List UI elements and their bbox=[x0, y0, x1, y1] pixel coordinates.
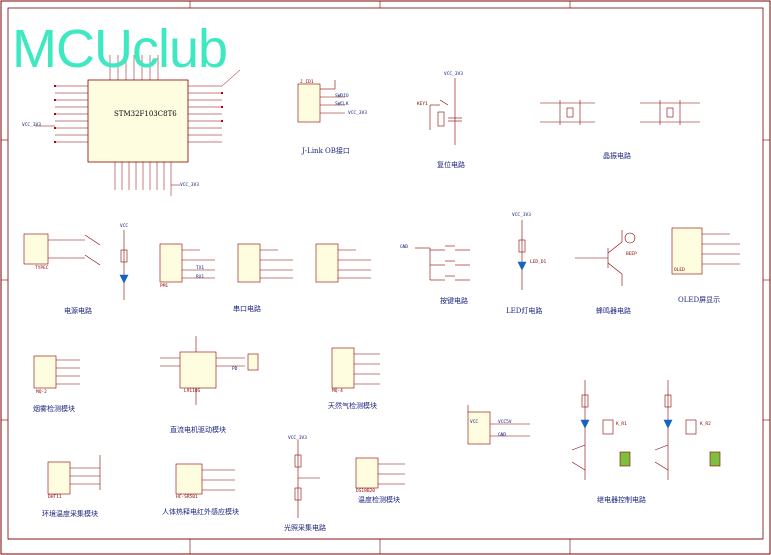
net-vcc33-mcu: VCC_3V3 bbox=[22, 123, 41, 128]
ref-uart-conn: PM1 bbox=[160, 284, 169, 289]
keys-block bbox=[415, 245, 470, 281]
ref-power-conn: TYPEC bbox=[35, 266, 49, 271]
ref-jlink: J_ID1 bbox=[300, 80, 314, 85]
net-tx: TX1 bbox=[196, 266, 205, 271]
net-rx: RX1 bbox=[196, 275, 205, 280]
section-oled-title: OLED屏显示 bbox=[678, 296, 721, 304]
section-smoke-title: 烟雾检测模块 bbox=[33, 405, 75, 413]
ref-buzzer: BEEP bbox=[626, 252, 637, 257]
crystal-block bbox=[540, 100, 700, 125]
net-vcc33-light: VCC_3V3 bbox=[288, 436, 307, 441]
net-gnd-keys: GND bbox=[400, 245, 409, 250]
net-vcc33-led: VCC_3V3 bbox=[512, 213, 531, 218]
light-block bbox=[294, 440, 320, 518]
section-light-title: 光照采集电路 bbox=[284, 524, 326, 532]
net-vcc33-mcu-bottom: VCC_3V3 bbox=[180, 183, 199, 188]
watermark-logo: MCUclub bbox=[12, 19, 228, 79]
section-pir-title: 人体热释电红外感应模块 bbox=[162, 508, 239, 516]
pir-block bbox=[175, 463, 235, 495]
section-gas-title: 天然气检测模块 bbox=[328, 402, 377, 410]
buzzer-block bbox=[575, 230, 636, 286]
section-temp-title: 温度检测模块 bbox=[358, 496, 400, 504]
section-relay-title: 继电器控制电路 bbox=[597, 496, 646, 504]
smoke-block bbox=[33, 355, 80, 389]
section-motor-title: 直流电机驱动模块 bbox=[170, 426, 226, 434]
vcc-connector-block bbox=[467, 405, 530, 445]
ref-gas: MQ-4 bbox=[332, 389, 343, 394]
temp-block bbox=[355, 457, 405, 489]
ref-motor-drv: L9110S bbox=[184, 389, 201, 394]
net-gnd-conn: GND bbox=[498, 433, 507, 438]
ref-pir: HC-SR501 bbox=[176, 495, 198, 500]
section-temp-humi-title: 环境温度采集模块 bbox=[42, 510, 98, 518]
ref-temp: DS18B20 bbox=[356, 489, 375, 494]
section-jlink-title: J-Link OB接口 bbox=[302, 147, 350, 155]
net-vcc33-jlink: VCC_3V3 bbox=[348, 111, 367, 116]
net-pd: PD bbox=[232, 367, 238, 372]
section-crystal-title: 晶振电路 bbox=[603, 152, 631, 160]
section-led-title: LED灯电路 bbox=[506, 307, 543, 315]
uart-block bbox=[159, 243, 371, 283]
relay-block bbox=[571, 380, 721, 480]
ref-smoke: MQ-2 bbox=[36, 390, 47, 395]
gas-block bbox=[331, 347, 380, 389]
ref-oled: OLED bbox=[674, 268, 685, 273]
ref-reset-sw: KEY1 bbox=[417, 102, 428, 107]
led-block bbox=[517, 220, 527, 290]
section-buzzer-title: 蜂鸣器电路 bbox=[596, 307, 631, 315]
section-reset-title: 复位电路 bbox=[437, 161, 465, 169]
net-vcc-power: VCC bbox=[120, 224, 129, 229]
oled-block bbox=[671, 227, 740, 275]
motor-block bbox=[160, 336, 259, 405]
reset-block bbox=[429, 78, 462, 145]
net-swdio: SWDIO bbox=[335, 94, 349, 99]
ref-dht: DHT11 bbox=[48, 495, 62, 500]
net-vcc-conn: VCC bbox=[470, 420, 479, 425]
temp-humi-block bbox=[47, 455, 101, 495]
mcu-part-label: STM32F103C8T6 bbox=[114, 110, 177, 118]
power-block bbox=[23, 230, 129, 300]
ref-relay2: K_R2 bbox=[700, 422, 711, 427]
section-keys-title: 按键电路 bbox=[440, 297, 468, 305]
net-vcc33-reset: VCC_3V3 bbox=[444, 72, 463, 77]
net-vcc5: VCC5V bbox=[498, 420, 512, 425]
ref-relay1: K_R1 bbox=[616, 422, 627, 427]
section-uart-title: 串口电路 bbox=[233, 305, 261, 313]
section-power-title: 电源电路 bbox=[64, 307, 92, 315]
ref-led: LED_D1 bbox=[530, 260, 547, 265]
jlink-block bbox=[297, 80, 345, 123]
net-swclk: SWCLK bbox=[335, 102, 349, 107]
mcu-block bbox=[35, 55, 241, 196]
